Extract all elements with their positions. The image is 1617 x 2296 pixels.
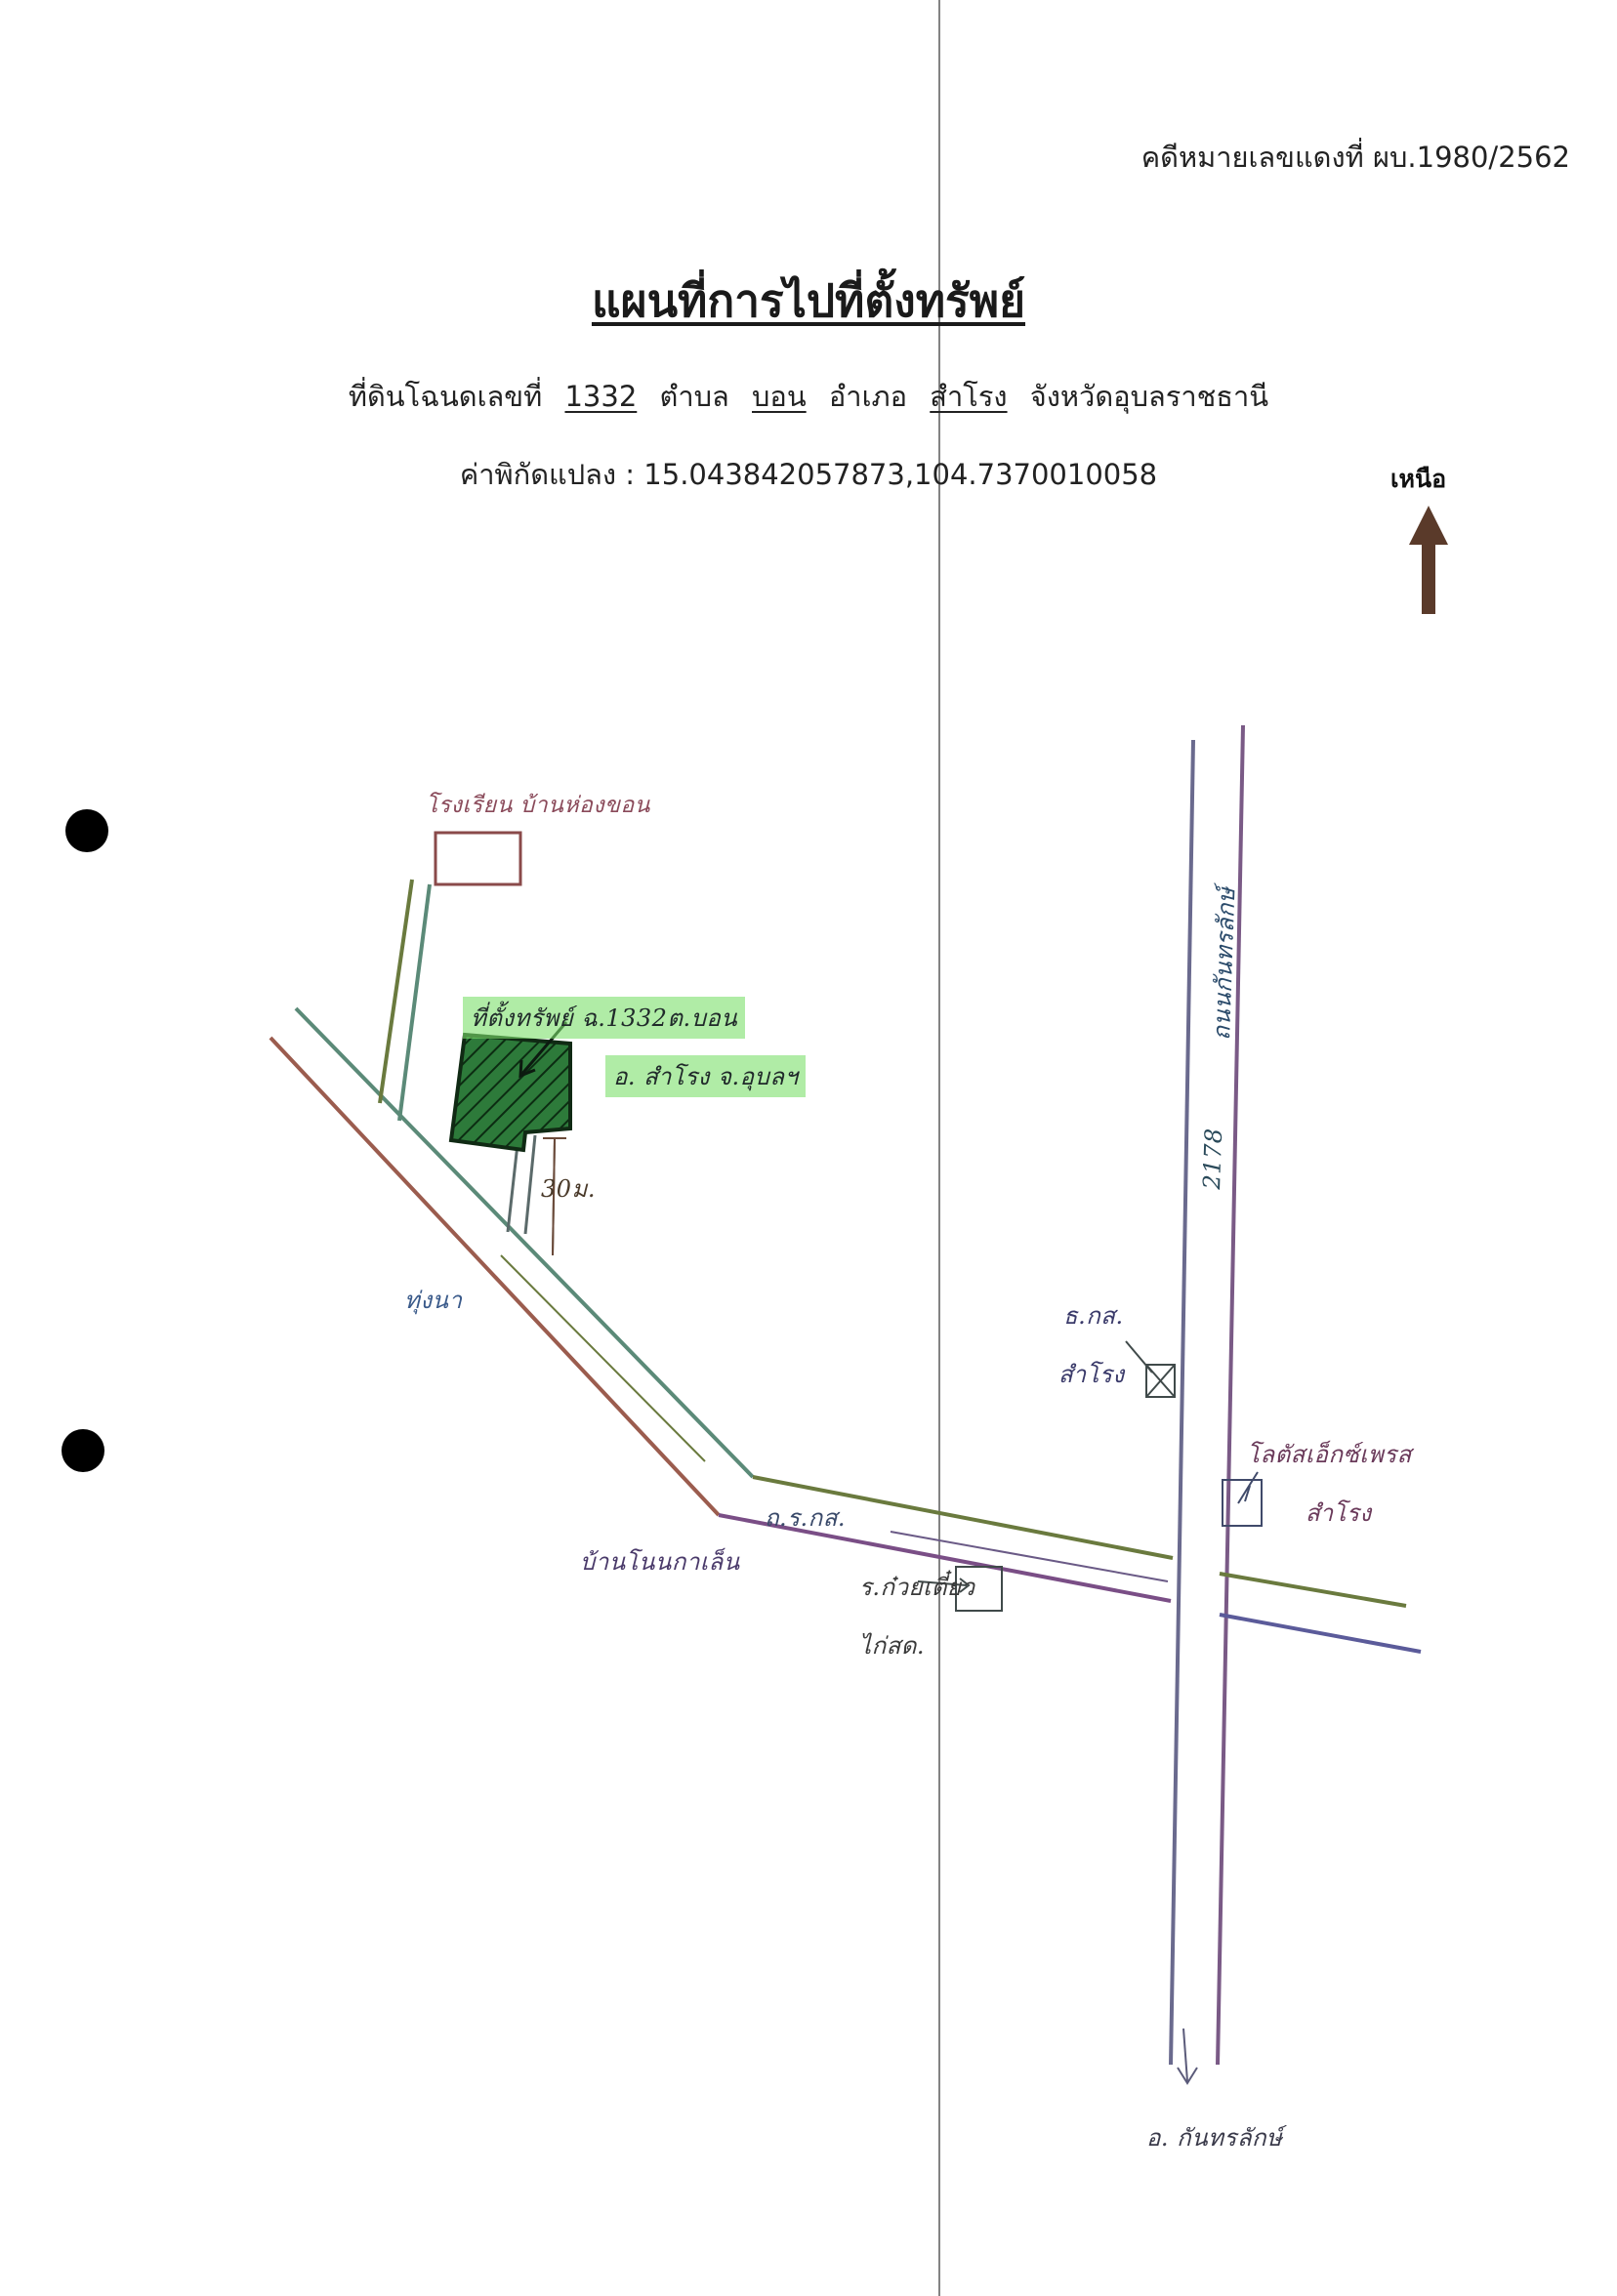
property-label-line2: อ. สำโรง จ.อุบลฯ: [605, 1055, 807, 1097]
lotus-label: โลตัสเอ็กซ์เพรส: [1247, 1441, 1412, 1468]
highway-name-label: ถนนกันทรลักษ์: [1207, 886, 1241, 1042]
distance-label: 30ม.: [541, 1175, 596, 1203]
village-lower-label: บ้านโนนกาเล็น: [580, 1548, 740, 1576]
district-value: สำโรง: [930, 380, 1008, 413]
lotus-label-line2: สำโรง: [1306, 1499, 1372, 1527]
baac-label: ธ.กส.: [1063, 1302, 1124, 1330]
school-building: [434, 831, 522, 886]
to-town-label: อ. กันทรลักษ์: [1146, 2124, 1283, 2152]
road-label: ถ.ร.กส.: [765, 1504, 846, 1532]
deed-info-line: ที่ดินโฉนดเลขที่ 1332 ตำบล บอน อำเภอ สำโ…: [0, 374, 1617, 419]
punch-hole: [62, 1429, 104, 1472]
school-road: [378, 879, 432, 1122]
lotus-express-building: [1222, 1471, 1263, 1527]
distance-marker: [543, 1137, 566, 1256]
subdistrict-label: ตำบล: [659, 380, 729, 413]
coordinates-label: ค่าพิกัดแปลง :: [459, 458, 636, 491]
shop-label: ร.ก๋วยเตี๋ยว: [859, 1574, 975, 1601]
village-upper-label: ทุ่งนา: [404, 1287, 463, 1314]
highway-number-label: 2178: [1198, 1127, 1228, 1190]
map-title: แผนที่การไปที่ตั้งทรัพย์: [591, 274, 1026, 327]
deed-number: 1332: [564, 380, 638, 413]
punch-hole: [65, 809, 108, 852]
district-label: อำเภอ: [828, 380, 908, 413]
fold-line: [938, 0, 940, 2296]
property-parcel: [448, 1032, 572, 1153]
north-arrow-icon: [1409, 506, 1448, 614]
shop-label-line2: ไก่สด.: [859, 1632, 925, 1660]
case-number: คดีหมายเลขแดงที่ ผบ.1980/2562: [1140, 141, 1570, 174]
east-road: [718, 1475, 1422, 1654]
baac-bank-building: [1125, 1340, 1176, 1398]
coordinates-line: ค่าพิกัดแปลง : 15.043842057873,104.73700…: [0, 452, 1617, 497]
deed-label: ที่ดินโฉนดเลขที่: [348, 380, 543, 413]
diagonal-road: [269, 1006, 755, 1517]
highway-2178: [1169, 724, 1245, 2085]
coordinates-value: 15.043842057873,104.7370010058: [643, 458, 1158, 491]
baac-label-line2: สำโรง: [1058, 1361, 1125, 1388]
province: จังหวัดอุบลราชธานี: [1029, 380, 1269, 413]
subdistrict-value: บอน: [752, 380, 807, 413]
noodle-shop-building: [917, 1566, 1003, 1612]
property-label: ที่ตั้งทรัพย์ ฉ.1332ต.บอน: [463, 997, 746, 1039]
north-label: เหนือ: [1390, 465, 1447, 493]
school-label: โรงเรียน บ้านห่องขอน: [426, 793, 650, 818]
